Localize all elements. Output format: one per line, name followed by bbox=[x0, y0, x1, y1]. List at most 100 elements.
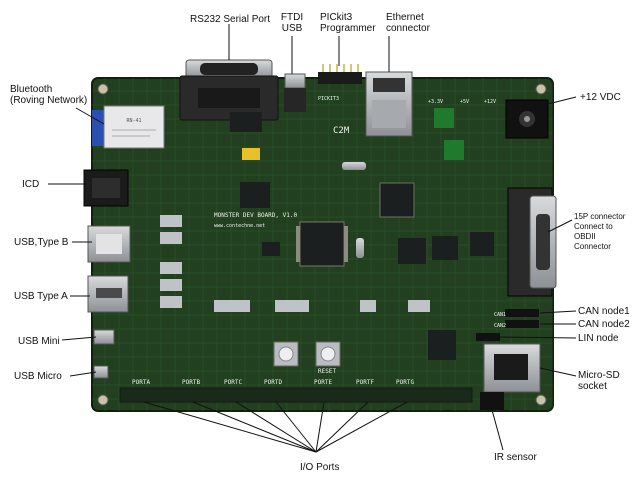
usb-type-a-connector bbox=[87, 275, 129, 313]
label-db15: 15P connector Connect to OBDII Connector bbox=[574, 212, 625, 252]
leader-bluetooth bbox=[75, 107, 105, 125]
silk-can2: CAN2 bbox=[494, 323, 506, 329]
silk-website: www.contechne.net bbox=[214, 223, 265, 229]
push-buttons bbox=[273, 341, 341, 367]
label-microsd: Micro-SD socket bbox=[578, 370, 620, 392]
svg-text:RN-41: RN-41 bbox=[126, 118, 141, 124]
label-ethernet-line2: connector bbox=[386, 23, 430, 34]
label-bluetooth-line2: (Roving Network) bbox=[10, 95, 88, 106]
mount-hole bbox=[97, 394, 109, 406]
icd-jack bbox=[83, 169, 129, 207]
silk-port-d: PORTD bbox=[264, 379, 282, 386]
leader-lines bbox=[48, 24, 577, 453]
power-jack bbox=[505, 99, 549, 139]
label-usb-mini: USB Mini bbox=[18, 336, 60, 347]
label-io-ports: I/O Ports bbox=[300, 462, 340, 473]
label-lin-node: LIN node bbox=[578, 333, 619, 344]
chip bbox=[262, 242, 280, 256]
silk-port-c: PORTC bbox=[224, 379, 242, 386]
label-bluetooth: Bluetooth (Roving Network) bbox=[10, 84, 87, 106]
label-microsd-line2: socket bbox=[578, 381, 607, 392]
label-pickit3: PICkit3 Programmer bbox=[320, 12, 376, 34]
label-pickit-line1: PICkit3 bbox=[320, 12, 353, 23]
label-usb-type-b: USB,Type B bbox=[14, 237, 69, 248]
leader-port-g bbox=[315, 401, 408, 453]
label-can-node1: CAN node1 bbox=[578, 306, 630, 317]
chip bbox=[240, 182, 270, 208]
mount-hole bbox=[535, 83, 547, 95]
label-icd: ICD bbox=[22, 179, 40, 190]
silk-port-g: PORTG bbox=[396, 379, 414, 386]
silk-board-name: MONSTER DEV BOARD, V1.0 bbox=[214, 212, 297, 219]
leader-power bbox=[547, 96, 577, 105]
leader-port-b bbox=[192, 401, 317, 453]
leader-can1 bbox=[539, 310, 577, 314]
label-ftdi-usb: FTDI USB bbox=[280, 12, 304, 34]
label-db15-line2: Connect to bbox=[574, 222, 613, 231]
chip bbox=[470, 232, 494, 256]
leader-db15 bbox=[547, 219, 573, 233]
label-ftdi-line1: FTDI bbox=[280, 12, 304, 23]
label-usb-micro: USB Micro bbox=[14, 371, 62, 382]
chip bbox=[398, 238, 426, 264]
silk-v5: +5V bbox=[460, 99, 469, 105]
ethernet-jack bbox=[365, 71, 413, 137]
silk-logo: C2M bbox=[333, 126, 350, 136]
usb-mini-connector bbox=[93, 329, 115, 345]
silk-v12: +12V bbox=[484, 99, 496, 105]
label-can-node2: CAN node2 bbox=[578, 319, 630, 330]
label-bluetooth-line1: Bluetooth bbox=[10, 84, 53, 95]
label-ethernet: Ethernet connector bbox=[386, 12, 430, 34]
crystal bbox=[356, 238, 364, 258]
chip bbox=[428, 330, 456, 360]
silk-reset: RESET bbox=[318, 368, 336, 375]
jumper bbox=[242, 148, 260, 160]
label-ethernet-line1: Ethernet bbox=[386, 12, 424, 23]
label-db15-line4: Connector bbox=[574, 242, 611, 251]
bluetooth-module: RN-41 bbox=[92, 105, 165, 149]
leader-usb-mini bbox=[61, 336, 97, 341]
silk-v33: +3.3V bbox=[428, 99, 443, 105]
leader-usb-micro bbox=[69, 371, 97, 377]
usb-type-b-connector bbox=[87, 225, 131, 263]
label-usb-type-a: USB Type A bbox=[14, 291, 68, 302]
main-mcu bbox=[296, 221, 348, 267]
db15-connector bbox=[507, 187, 557, 297]
label-rs232: RS232 Serial Port bbox=[190, 14, 271, 25]
leader-microsd bbox=[539, 367, 577, 377]
label-ir-sensor: IR sensor bbox=[494, 452, 537, 463]
leader-port-c bbox=[235, 401, 317, 453]
chip bbox=[230, 112, 262, 132]
label-pickit-line2: Programmer bbox=[320, 23, 376, 34]
leader-port-a bbox=[143, 401, 317, 453]
label-microsd-line1: Micro-SD bbox=[578, 370, 620, 381]
silk-can1: CAN1 bbox=[494, 312, 506, 318]
ir-sensor bbox=[480, 392, 504, 410]
label-db15-line1: 15P connector bbox=[574, 212, 626, 221]
mount-hole bbox=[97, 83, 109, 95]
dip-switch-banks bbox=[160, 215, 430, 312]
can-lin-headers bbox=[476, 309, 539, 341]
leader-port-d bbox=[275, 401, 317, 453]
ftdi-usb-connector bbox=[284, 73, 306, 112]
chip bbox=[432, 236, 458, 260]
leader-port-f bbox=[315, 401, 369, 453]
terminal-block bbox=[434, 108, 454, 128]
rs232-connector bbox=[179, 59, 279, 121]
microsd-socket bbox=[483, 343, 541, 393]
label-power: +12 VDC bbox=[580, 92, 621, 103]
silk-port-f: PORTF bbox=[356, 379, 374, 386]
silk-port-e: PORTE bbox=[314, 379, 332, 386]
leader-ir bbox=[491, 409, 504, 451]
mount-hole bbox=[535, 394, 547, 406]
pickit3-header bbox=[318, 64, 362, 84]
silk-port-b: PORTB bbox=[182, 379, 200, 386]
port-headers bbox=[119, 387, 473, 403]
silk-port-a: PORTA bbox=[132, 379, 150, 386]
usb-micro-connector bbox=[93, 365, 109, 379]
label-db15-line3: OBDII bbox=[574, 232, 596, 241]
ethernet-controller-chip bbox=[379, 182, 415, 218]
crystal bbox=[342, 162, 366, 170]
label-ftdi-line2: USB bbox=[281, 23, 303, 34]
